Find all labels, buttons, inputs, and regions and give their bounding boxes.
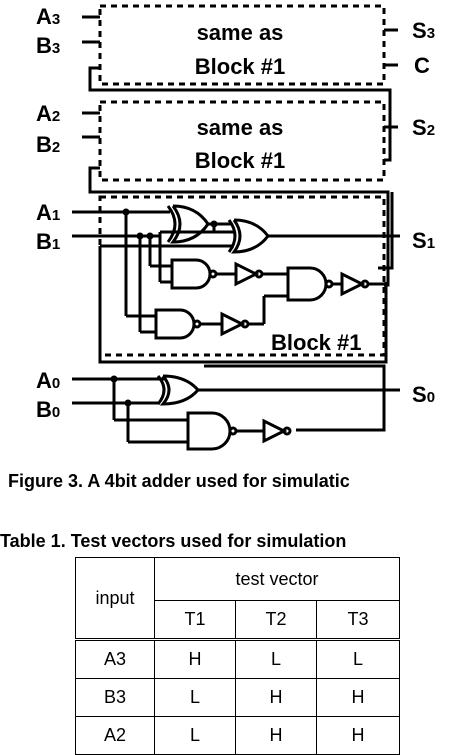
table-cell: L xyxy=(154,678,236,717)
figure-caption: Figure 3. A 4bit adder used for simulati… xyxy=(8,471,350,491)
block3-box xyxy=(98,4,386,86)
label-a2: A xyxy=(36,101,52,126)
label-b1: B xyxy=(36,229,52,254)
header-test-vector: test vector xyxy=(154,557,400,601)
svg-text:B1: B1 xyxy=(36,229,60,254)
test-vector-table: input test vector T1 T2 T3 A3 H L L B3 L… xyxy=(75,557,400,755)
row-label: A3 xyxy=(75,638,155,679)
label-s2: S xyxy=(412,115,427,140)
label-s2-sub: 2 xyxy=(427,122,435,139)
label-a1: A xyxy=(36,200,52,225)
label-s1-sub: 1 xyxy=(427,235,435,252)
table-cell: H xyxy=(235,678,317,717)
label-s3-sub: 3 xyxy=(427,25,435,42)
svg-text:S2: S2 xyxy=(412,115,435,140)
block2-box xyxy=(98,100,386,182)
table-cell: L xyxy=(316,638,400,679)
block3-line1: same as xyxy=(197,20,284,45)
svg-text:C: C xyxy=(414,53,430,78)
label-s0-sub: 0 xyxy=(427,389,435,406)
label-a1-sub: 1 xyxy=(52,207,60,224)
label-b1-sub: 1 xyxy=(52,236,60,253)
svg-text:S3: S3 xyxy=(412,18,435,43)
svg-text:B3: B3 xyxy=(36,33,60,58)
adder-circuit-diagram: same as Block #1 same as Block #1 Block … xyxy=(36,4,435,451)
svg-text:A2: A2 xyxy=(36,101,60,126)
table-cell: L xyxy=(154,716,236,755)
block2-line2: Block #1 xyxy=(195,148,286,173)
table-cell: L xyxy=(235,638,317,679)
col-header-t3: T3 xyxy=(316,600,400,640)
svg-text:S1: S1 xyxy=(412,228,435,253)
label-a3-sub: 3 xyxy=(52,11,60,28)
label-a0: A xyxy=(36,368,52,393)
label-b3: B xyxy=(36,33,52,58)
label-b2-sub: 2 xyxy=(52,139,60,156)
row-header-input: input xyxy=(75,557,155,640)
table-row: A3 H L L xyxy=(75,638,400,679)
block2-line1: same as xyxy=(197,115,284,140)
col-header-t1: T1 xyxy=(154,600,236,640)
table-cell: H xyxy=(154,638,236,679)
svg-text:A3: A3 xyxy=(36,4,60,29)
label-b3-sub: 3 xyxy=(52,40,60,57)
table-cell: H xyxy=(316,716,400,755)
table-caption: Table 1. Test vectors used for simulatio… xyxy=(0,531,347,551)
row-label: A2 xyxy=(75,716,155,755)
label-a2-sub: 2 xyxy=(52,108,60,125)
label-b0: B xyxy=(36,397,52,422)
col-header-t2: T2 xyxy=(235,600,317,640)
svg-text:B0: B0 xyxy=(36,397,60,422)
label-s1: S xyxy=(412,228,427,253)
table-row: A2 L H H xyxy=(75,716,400,755)
svg-text:A0: A0 xyxy=(36,368,60,393)
block3-line2: Block #1 xyxy=(195,54,286,79)
table-cell: H xyxy=(235,716,317,755)
label-c: C xyxy=(414,53,430,78)
svg-text:A1: A1 xyxy=(36,200,60,225)
label-b2: B xyxy=(36,132,52,157)
label-s0: S xyxy=(412,382,427,407)
label-a0-sub: 0 xyxy=(52,375,60,392)
svg-text:B2: B2 xyxy=(36,132,60,157)
svg-text:S0: S0 xyxy=(412,382,435,407)
label-a3: A xyxy=(36,4,52,29)
table-row: B3 L H H xyxy=(75,678,400,717)
label-s3: S xyxy=(412,18,427,43)
label-b0-sub: 0 xyxy=(52,404,60,421)
table-cell: H xyxy=(316,678,400,717)
row-label: B3 xyxy=(75,678,155,717)
block1-label: Block #1 xyxy=(271,330,362,355)
